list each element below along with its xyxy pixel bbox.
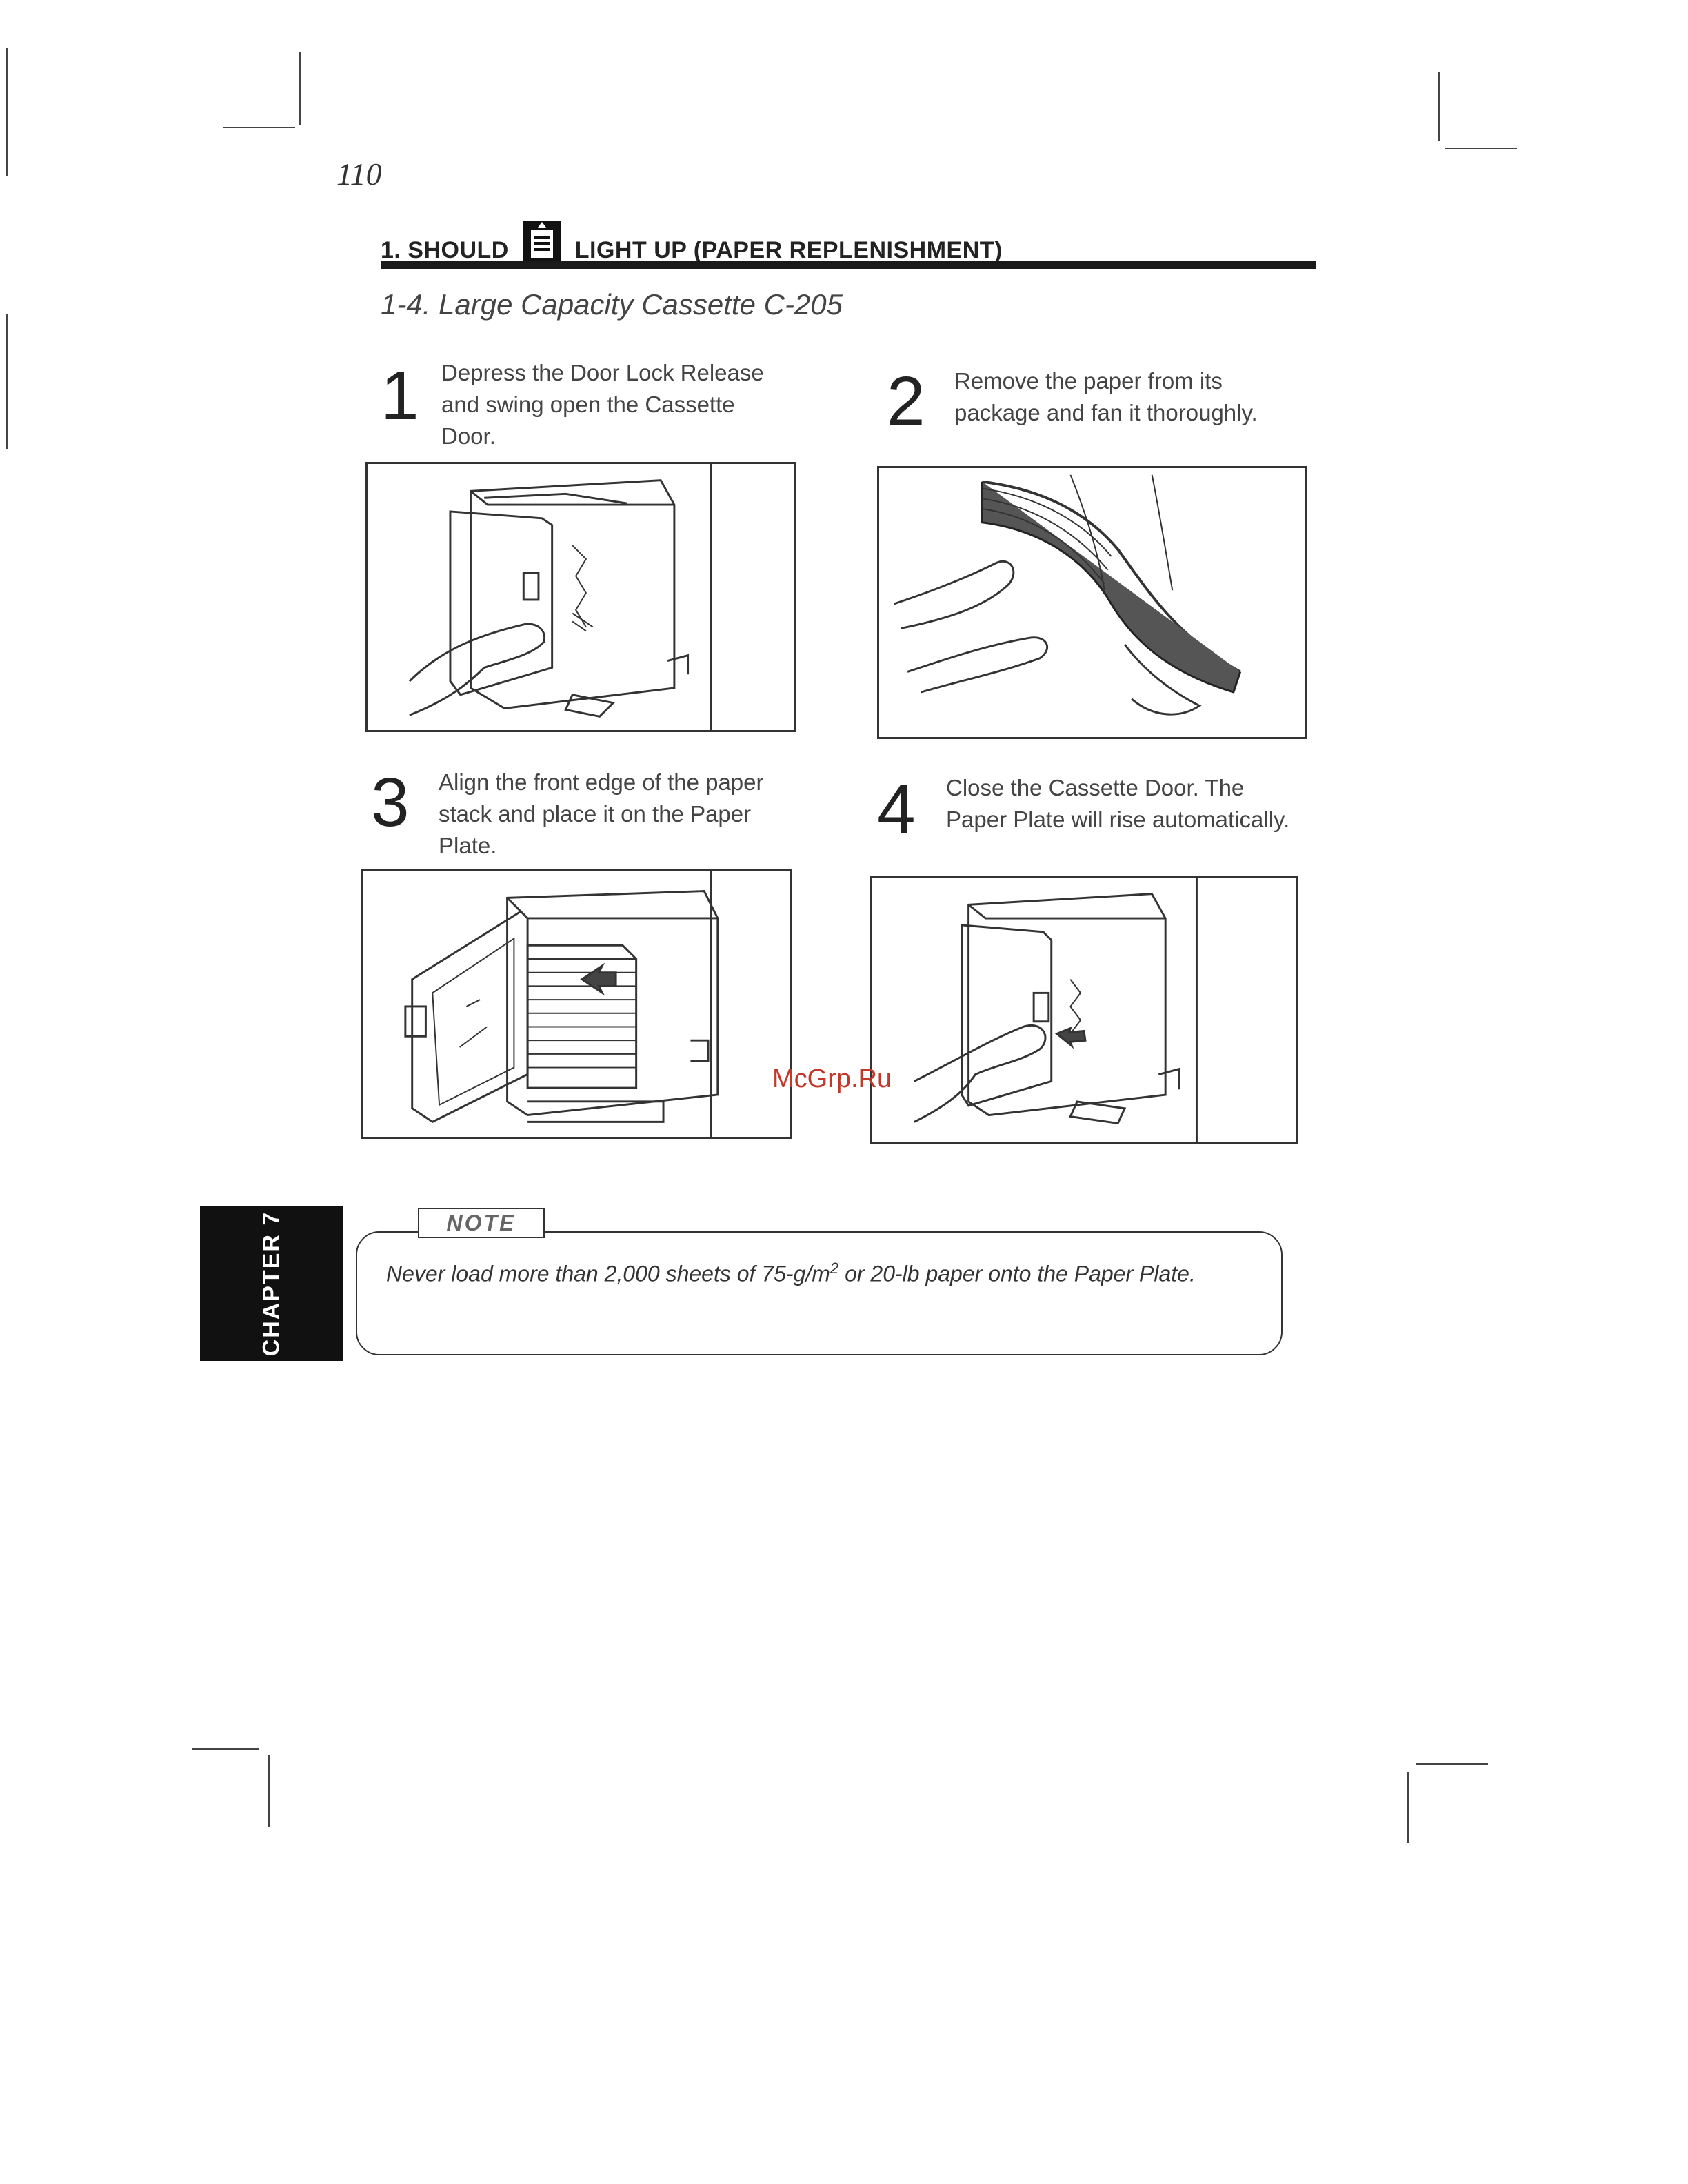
crop-mark xyxy=(192,1748,259,1750)
cassette-door-open-figure xyxy=(365,462,796,732)
page-number: 110 xyxy=(336,156,382,192)
step-number: 1 xyxy=(381,357,419,434)
note-box xyxy=(356,1231,1283,1355)
paper-replenish-icon xyxy=(522,221,561,267)
note-label: NOTE xyxy=(418,1208,545,1238)
note-text-tail: or 20-lb paper onto the Paper Plate. xyxy=(838,1261,1196,1286)
fan-paper-figure xyxy=(877,466,1307,739)
crop-mark xyxy=(1416,1763,1488,1765)
chapter-tab: CHAPTER 7 xyxy=(200,1206,343,1361)
section-header: 1. SHOULD LIGHT UP (PAPER REPLENISHMENT) xyxy=(381,207,1316,269)
close-cassette-door-figure xyxy=(870,876,1298,1144)
note-text-main: Never load more than 2,000 sheets of 75-… xyxy=(386,1261,830,1286)
header-suffix: LIGHT UP (PAPER REPLENISHMENT) xyxy=(574,237,1003,263)
crop-mark xyxy=(299,52,301,125)
scan-edge-line xyxy=(6,314,8,449)
crop-mark xyxy=(1438,72,1440,141)
scan-edge-line xyxy=(6,48,8,176)
load-paper-stack-figure xyxy=(361,869,792,1139)
header-prefix: 1. SHOULD xyxy=(381,237,509,263)
step-number: 3 xyxy=(371,764,410,841)
crop-mark xyxy=(1445,148,1517,149)
chapter-tab-label: CHAPTER 7 xyxy=(258,1211,285,1357)
section-title: 1-4. Large Capacity Cassette C-205 xyxy=(381,288,843,321)
crop-mark xyxy=(268,1755,270,1827)
header-rule xyxy=(381,261,1316,269)
crop-mark xyxy=(1407,1772,1409,1843)
note-text: Never load more than 2,000 sheets of 75-… xyxy=(386,1253,1255,1289)
watermark: McGrp.Ru xyxy=(772,1064,892,1093)
step-number: 4 xyxy=(877,771,916,848)
step-number: 2 xyxy=(887,363,925,440)
step-instruction: Close the Cassette Door. The Paper Plate… xyxy=(946,775,1290,832)
note-text-superscript: 2 xyxy=(830,1260,839,1277)
step-instruction: Depress the Door Lock Release and swing … xyxy=(441,360,764,449)
section-header-text: 1. SHOULD LIGHT UP (PAPER REPLENISHMENT) xyxy=(381,221,1003,267)
crop-mark xyxy=(223,127,295,128)
step-instruction: Align the front edge of the paper stack … xyxy=(439,769,764,858)
step-instruction: Remove the paper from its package and fa… xyxy=(954,368,1258,425)
